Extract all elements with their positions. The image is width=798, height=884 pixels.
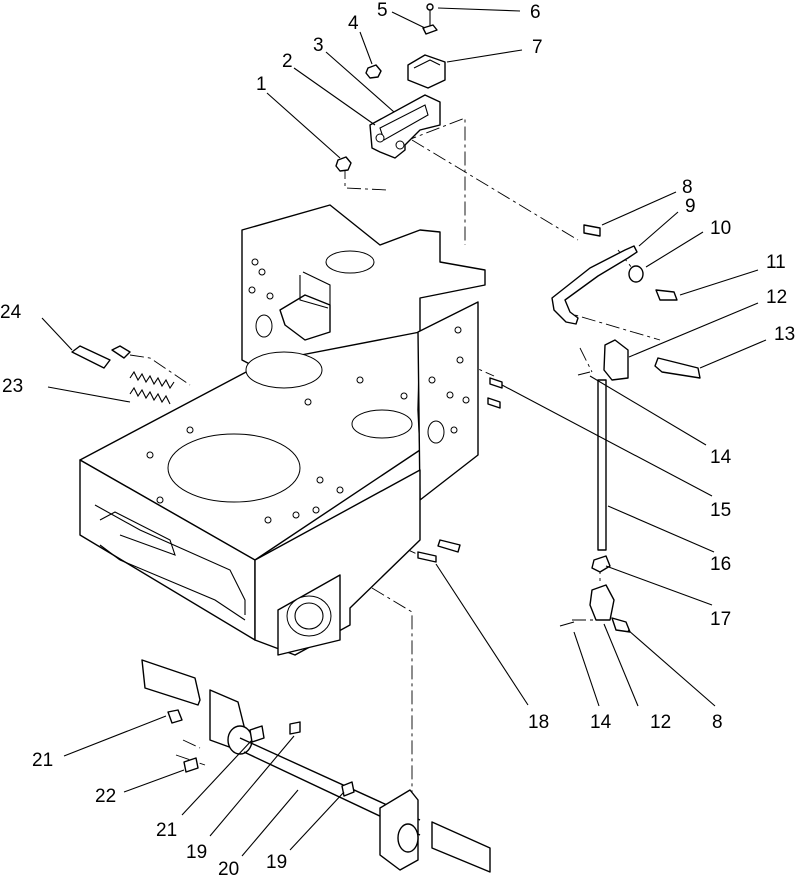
top-bracket-assembly [335,3,446,172]
main-frame [79,204,486,656]
callout-24: 24 [0,302,22,323]
frame-fasteners [71,345,503,563]
callout-1: 1 [256,74,267,95]
callout-12-top: 12 [766,287,787,308]
callout-7: 7 [532,37,543,58]
callout-8-top: 8 [682,177,693,198]
callout-23: 23 [2,376,23,397]
callout-21-left: 21 [32,750,53,771]
callout-22: 22 [95,786,116,807]
callout-11: 11 [766,252,786,273]
leader-lines [41,7,767,857]
parking-brake-lever [551,224,701,379]
callout-17: 17 [710,609,731,630]
callout-4: 4 [348,13,359,34]
callout-10: 10 [710,218,731,239]
callout-5: 5 [377,0,388,21]
callout-6: 6 [530,2,541,23]
callout-20: 20 [218,859,239,880]
callout-19-left: 19 [186,842,207,863]
spring [129,370,175,405]
callout-21-right: 21 [156,820,177,841]
callout-9: 9 [685,196,696,217]
callout-18: 18 [528,712,549,733]
callout-13: 13 [774,324,795,345]
callout-12-bottom: 12 [650,712,671,733]
callout-19-right: 19 [266,852,287,873]
callout-15: 15 [710,500,731,521]
lower-shaft-assembly [141,659,491,873]
callout-2: 2 [282,51,293,72]
callout-14-bottom: 14 [590,712,612,733]
linkage-rod-assembly [559,339,631,633]
callout-3: 3 [313,35,324,56]
callout-8-bottom: 8 [712,712,723,733]
callout-14-top: 14 [710,447,732,468]
callout-16: 16 [710,554,731,575]
